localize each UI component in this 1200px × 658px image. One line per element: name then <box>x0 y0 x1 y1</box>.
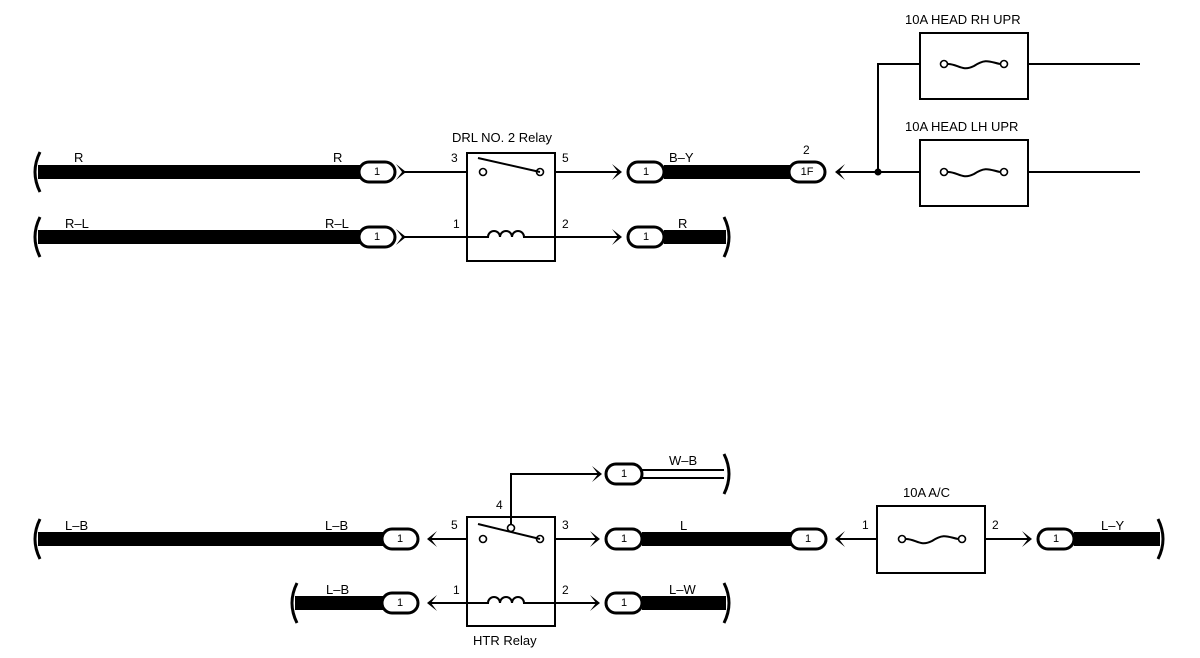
connector-label: 1 <box>621 533 627 545</box>
connector-label: 1 <box>1053 533 1059 545</box>
connector-htr-pin3-out: 1 <box>590 527 644 551</box>
wire-label-r-right: R <box>333 150 342 165</box>
wire-lb2 <box>290 582 384 624</box>
connector-label: 1 <box>374 166 380 178</box>
fuse-head-rh-label: 10A HEAD RH UPR <box>905 12 1021 27</box>
wire-label-lb2: L–B <box>326 582 349 597</box>
connector-fuse-ac-in: 1 <box>788 527 845 551</box>
connector-label: 1 <box>621 597 627 609</box>
wire-label-r-out: R <box>678 216 687 231</box>
connector-label: 1 <box>621 468 627 480</box>
connector-label: 1 <box>805 533 811 545</box>
wire-label-ly: L–Y <box>1101 518 1124 533</box>
wire-wb <box>642 453 731 495</box>
fuse-ac-pin-in: 1 <box>862 518 869 532</box>
htr-pin5: 5 <box>451 518 458 532</box>
fuse-head-lh-label: 10A HEAD LH UPR <box>905 119 1018 134</box>
wire-r-out <box>664 216 731 258</box>
wire-l <box>642 532 792 546</box>
connector-htr-pin5: 1 <box>380 527 437 551</box>
fuse-head-rh <box>919 32 1029 100</box>
connector-1f-pin: 2 <box>803 143 810 157</box>
connector-label: 1 <box>374 231 380 243</box>
htr-pin2: 2 <box>562 583 569 597</box>
wire-label-r-left: R <box>74 150 83 165</box>
connector-label: 1 <box>643 231 649 243</box>
wire-label-lb-right: L–B <box>325 518 348 533</box>
wire-label-rl-right: R–L <box>325 216 349 231</box>
connector-label: 1 <box>397 533 403 545</box>
wire-label-by: B–Y <box>669 150 694 165</box>
htr-relay-box <box>466 516 556 627</box>
connector-1f: 1F <box>787 160 845 184</box>
drl-pin5: 5 <box>562 151 569 165</box>
connector-htr-pin4-out: 1 <box>592 462 644 486</box>
connector-label: 1 <box>643 166 649 178</box>
drl-pin3: 3 <box>451 151 458 165</box>
drl-pin1: 1 <box>453 217 460 231</box>
htr-pin3: 3 <box>562 518 569 532</box>
htr-pin1: 1 <box>453 583 460 597</box>
wire-splice-rh <box>877 63 920 172</box>
fuse-head-lh <box>919 139 1029 207</box>
drl-relay-box <box>466 152 556 262</box>
wire-by <box>664 165 791 179</box>
wire-rl-left <box>33 216 362 258</box>
wire-r-left <box>33 151 362 193</box>
htr-pin4: 4 <box>496 498 503 512</box>
connector-fuse-ac-out: 1 <box>1022 527 1076 551</box>
wire-label-lb-left: L–B <box>65 518 88 533</box>
wire-label-lw: L–W <box>669 582 696 597</box>
fuse-ac-label: 10A A/C <box>903 485 950 500</box>
wire-ly <box>1074 518 1165 560</box>
connector-drl-pin2-out: 1 <box>612 225 666 249</box>
connector-htr-pin2-out: 1 <box>590 591 644 615</box>
connector-drl-pin1: 1 <box>357 225 406 249</box>
connector-drl-pin3: 1 <box>357 160 406 184</box>
connector-label: 1F <box>801 166 814 178</box>
wire-label-wb: W–B <box>669 453 697 468</box>
drl-pin2: 2 <box>562 217 569 231</box>
drl-relay-title: DRL NO. 2 Relay <box>452 130 552 145</box>
wire-label-rl-left: R–L <box>65 216 89 231</box>
fuse-ac-pin-out: 2 <box>992 518 999 532</box>
connector-drl-pin5-out: 1 <box>612 160 666 184</box>
wire-htr-pin4 <box>510 473 600 524</box>
htr-relay-title: HTR Relay <box>473 633 537 648</box>
wire-lw <box>642 582 731 624</box>
connector-htr-pin1: 1 <box>380 591 437 615</box>
wire-label-l: L <box>680 518 687 533</box>
fuse-ac <box>876 505 986 574</box>
connector-label: 1 <box>397 597 403 609</box>
wire-lb-left <box>33 518 384 560</box>
